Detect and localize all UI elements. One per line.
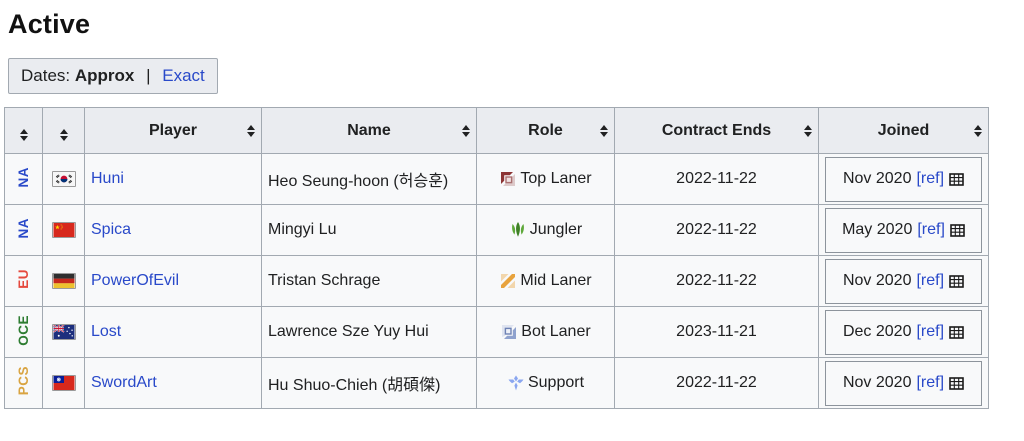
player-real-name: Heo Seung-hoon (허승훈) — [268, 173, 449, 191]
table-grid-icon[interactable] — [950, 224, 965, 237]
dates-exact-link[interactable]: Exact — [162, 66, 205, 86]
player-real-name: Lawrence Sze Yuy Hui — [268, 323, 429, 341]
column-header-name[interactable]: Name — [261, 107, 477, 155]
contract-end-date: 2022-11-22 — [676, 221, 757, 239]
column-header-flag[interactable] — [42, 107, 85, 155]
table-grid-icon[interactable] — [949, 326, 964, 339]
page-title: Active — [8, 9, 91, 39]
contract-end-date: 2023-11-21 — [676, 323, 757, 341]
ref-link[interactable]: [ref] — [916, 272, 945, 290]
flag-icon-china[interactable] — [51, 222, 76, 239]
ref-link[interactable]: [ref] — [917, 221, 945, 239]
player-link[interactable]: PowerOfEvil — [91, 272, 180, 290]
dates-label: Dates: — [21, 66, 71, 86]
joined-date: Dec 2020 — [842, 323, 912, 341]
sort-icon[interactable] — [247, 124, 255, 137]
player-link[interactable]: Lost — [91, 323, 122, 341]
table-row: PCS SwordArt Hu Shuo-Chieh (胡碩傑) — [4, 357, 989, 410]
joined-date: Nov 2020 — [842, 374, 912, 392]
role-label: Mid Laner — [520, 272, 592, 290]
column-header-joined[interactable]: Joined — [818, 107, 989, 155]
column-header-role[interactable]: Role — [476, 107, 615, 155]
joined-date: Nov 2020 — [842, 170, 912, 188]
role-label: Support — [527, 374, 585, 392]
sort-icon[interactable] — [974, 124, 982, 137]
bot-lane-icon — [502, 325, 517, 340]
dates-approx-option[interactable]: Approx — [74, 66, 135, 86]
region-link[interactable]: OCE — [16, 314, 31, 346]
table-row: NA Spica Mingyi Lu — [4, 204, 989, 257]
region-link[interactable]: PCS — [16, 366, 31, 396]
player-real-name: Tristan Schrage — [268, 272, 381, 290]
region-link[interactable]: NA — [16, 166, 31, 188]
joined-date: May 2020 — [842, 221, 913, 239]
ref-link[interactable]: [ref] — [916, 170, 945, 188]
sort-icon[interactable] — [19, 128, 28, 141]
dates-separator: | — [146, 66, 151, 86]
joined-date-box: May 2020 [ref] — [825, 207, 982, 253]
joined-date-box: Dec 2020 [ref] — [825, 309, 982, 355]
role-label: Top Laner — [520, 170, 592, 188]
column-header-player[interactable]: Player — [84, 107, 262, 155]
table-grid-icon[interactable] — [949, 275, 964, 288]
contract-end-date: 2022-11-22 — [676, 170, 757, 188]
player-link[interactable]: Spica — [91, 221, 132, 239]
contract-end-date: 2022-11-22 — [676, 272, 757, 290]
column-header-region[interactable] — [4, 107, 43, 155]
dates-toggle: Dates: Approx | Exact — [8, 58, 218, 95]
player-link[interactable]: Huni — [91, 170, 124, 188]
ref-link[interactable]: [ref] — [916, 323, 945, 341]
table-row: NA Huni Heo Seung-hoon (허승훈) — [4, 153, 989, 206]
player-link[interactable]: SwordArt — [91, 374, 157, 392]
joined-date-box: Nov 2020 [ref] — [825, 156, 982, 202]
role-label: Bot Laner — [521, 323, 591, 341]
table-row: OCE — [4, 306, 989, 359]
sort-icon[interactable] — [804, 124, 812, 137]
sort-icon[interactable] — [600, 124, 608, 137]
flag-icon-germany[interactable] — [51, 273, 76, 290]
ref-link[interactable]: [ref] — [916, 374, 945, 392]
player-real-name: Hu Shuo-Chieh (胡碩傑) — [268, 377, 441, 395]
jungle-icon — [511, 222, 524, 238]
joined-date-box: Nov 2020 [ref] — [825, 360, 982, 406]
sort-icon[interactable] — [59, 128, 68, 141]
top-lane-icon — [501, 172, 516, 187]
joined-date-box: Nov 2020 [ref] — [825, 258, 982, 304]
column-header-contract-ends[interactable]: Contract Ends — [614, 107, 819, 155]
sort-icon[interactable] — [462, 124, 470, 137]
support-icon — [508, 375, 524, 391]
flag-icon-south-korea[interactable] — [51, 171, 76, 188]
mid-lane-icon — [501, 274, 516, 289]
table-grid-icon[interactable] — [949, 173, 964, 186]
region-link[interactable]: NA — [16, 217, 31, 239]
region-link[interactable]: EU — [16, 269, 31, 289]
active-roster-table: Player Name Role Contract Ends Joined — [4, 107, 989, 410]
table-row: EU PowerOfEvil Tristan Schrage Mid L — [4, 255, 989, 308]
header-row: Player Name Role Contract Ends Joined — [4, 107, 989, 155]
joined-date: Nov 2020 — [842, 272, 912, 290]
contract-end-date: 2022-11-22 — [676, 374, 757, 392]
player-real-name: Mingyi Lu — [268, 221, 337, 239]
flag-icon-australia[interactable] — [51, 324, 76, 341]
flag-icon-taiwan[interactable] — [51, 375, 76, 392]
role-label: Jungler — [529, 221, 583, 239]
table-grid-icon[interactable] — [949, 377, 964, 390]
